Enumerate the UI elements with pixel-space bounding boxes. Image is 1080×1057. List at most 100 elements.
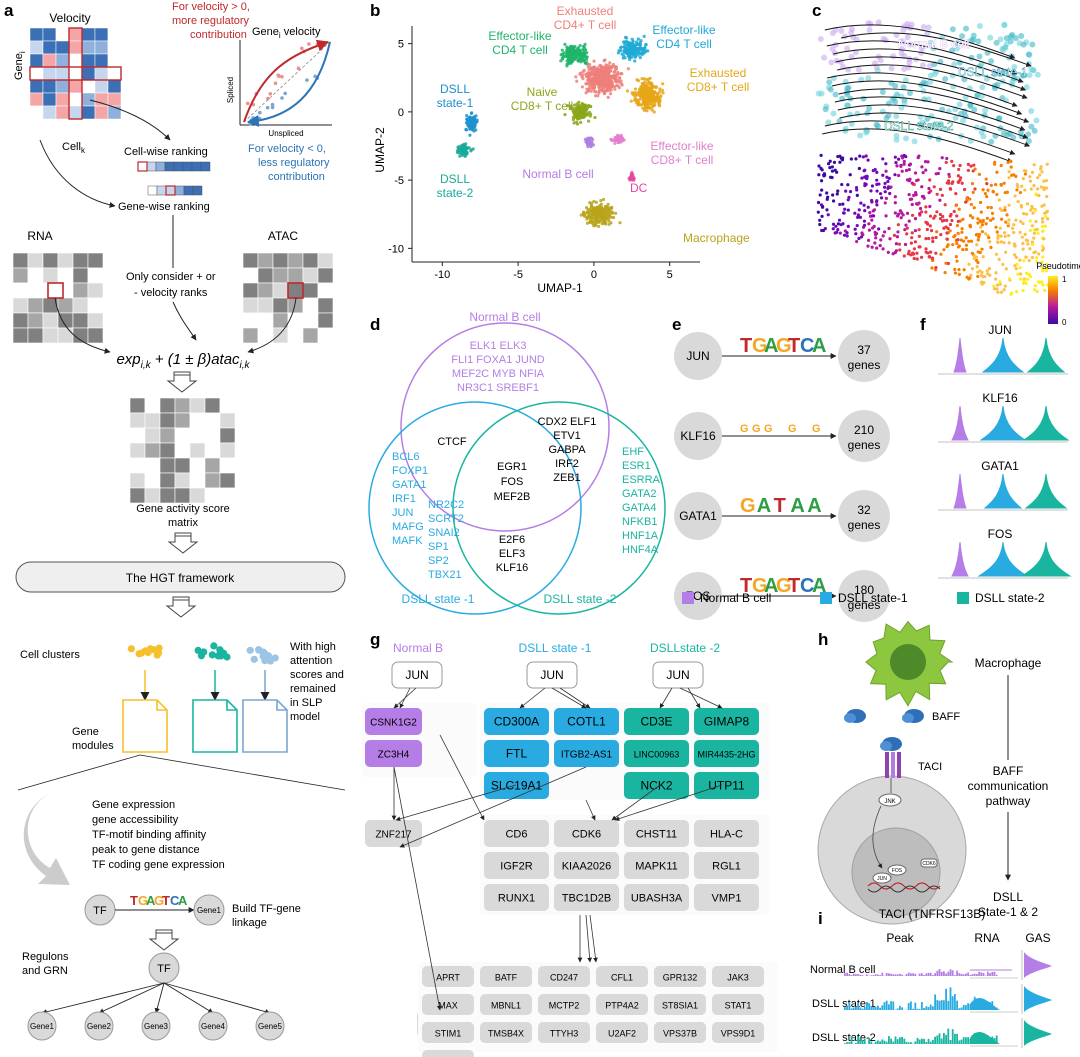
pseudotime-point [984,232,988,236]
venn-dsll1-dsll2-gene: ELF3 [499,548,525,560]
pathway-label-2: communication [968,779,1049,793]
pseudotime-point [836,227,840,232]
pseudotime-point [855,188,859,192]
pseudotime-point [917,154,921,158]
cluster-dot [250,655,258,663]
gas-cell [219,442,236,459]
pseudotime-point [927,186,931,191]
velocity-cell [81,53,96,68]
pseudotime-point [1013,253,1017,257]
peak-bar [965,973,967,976]
umap-point [619,46,623,50]
bottom-gene-box [480,994,532,1015]
gene-velocity-title: Genei velocity [252,26,321,40]
pseudotime-point [1033,288,1037,292]
cell-k-label: Cellk [62,141,86,155]
umap-point [608,75,612,79]
pseudotime-point [994,225,998,229]
venn-dsll2-gene: HNF1A [622,530,659,542]
umap-point [632,91,636,95]
umap-point [608,85,612,89]
stream-cell [890,53,897,60]
stream-cell [971,106,978,113]
pseudotime-point [945,231,949,235]
umap-point [583,61,588,65]
pseudotime-point [976,250,980,254]
peak-bar [954,975,956,976]
gas-cell [189,397,206,414]
pseudotime-point [938,198,942,202]
pseudotime-point [935,192,939,196]
pseudotime-point [1021,177,1025,181]
pseudotime-point [820,168,824,172]
document-fold [276,700,287,711]
gas-cell [129,487,146,504]
regulon-edge [614,784,723,821]
document-icon [242,699,288,753]
cellwise-highlight [137,161,148,172]
pseudotime-point [881,234,885,238]
rna-cell [72,327,89,344]
peak-bar [888,1036,890,1044]
umap-point [585,73,589,77]
gas-cell [174,397,191,414]
umap-point [464,151,468,156]
peak-bar [934,994,936,1010]
peak-bar [852,973,855,976]
jun-label: JUN [877,876,887,882]
pseudotime-point [838,231,842,235]
peak-bar [943,971,945,976]
pseudotime-point [928,224,932,228]
hgt-framework-box [15,561,346,593]
pseudotime-point [999,163,1003,168]
cluster-dot [127,645,135,653]
peak-bar [914,1041,917,1044]
pseudotime-point [962,187,967,192]
umap-point [637,90,641,95]
peak-bar [861,975,864,976]
pseudotime-point [817,164,821,168]
pseudotime-point [1028,179,1033,183]
pseudotime-point [1042,188,1046,192]
shared-gene-box [484,820,549,847]
regulons-label-2: and GRN [22,965,68,977]
atac-cell [302,297,319,314]
stream-cell [952,114,959,121]
stream-cell [848,29,855,36]
motif-letter: G [154,893,164,908]
peak-bar [967,1037,969,1044]
atac-cell [272,267,289,284]
umap-point [644,43,648,47]
only-consider-1: Only consider + or [126,271,216,283]
panel-h: h Macrophage BAFF communication pathway … [817,620,1049,925]
violin [1026,337,1066,373]
umap-point [588,201,592,205]
phase-dot [268,92,273,96]
peak-bar [850,1036,853,1044]
peak-bar [954,994,956,1010]
rna-cell [57,282,74,299]
pseudotime-point [836,154,840,159]
pseudotime-point [902,254,906,258]
stream-cell [1029,41,1036,48]
pseudotime-point [980,230,984,234]
pseudotime-point [966,162,970,166]
pseudotime-point [913,229,918,233]
bottom-gene-box-label: U2AF2 [608,1029,636,1039]
pseudotime-point [913,171,918,175]
pseudotime-point [938,187,943,192]
pseudotime-point [900,169,904,173]
dsll1-gene-box-label: SLC19A1 [491,779,543,793]
pseudotime-point [989,183,993,187]
pseudotime-point [1037,252,1041,256]
umap-point [634,93,638,97]
arrow-to-cellwise [89,99,171,141]
umap-point [630,173,634,177]
peak-bar [916,1008,919,1010]
regulon-edge [687,687,701,709]
peak-bar [879,1041,881,1044]
shared-gene-box [554,852,619,879]
pseudotime-point [1009,165,1013,169]
gas-cell [144,427,161,444]
